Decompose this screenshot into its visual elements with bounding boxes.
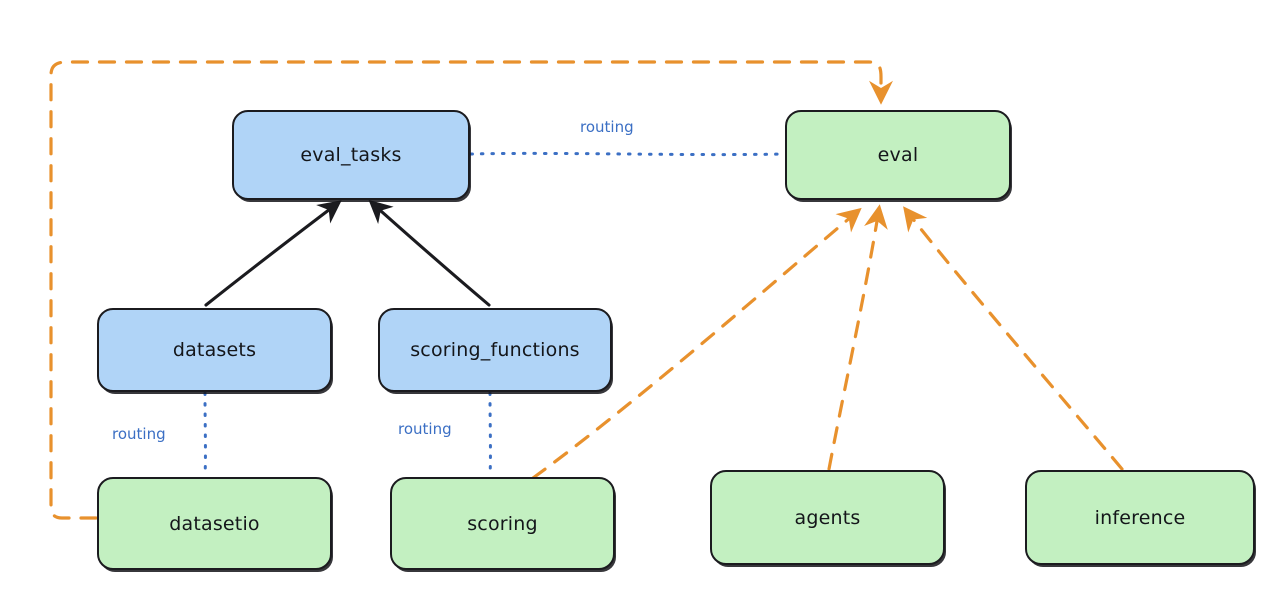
- node-eval-label: eval: [877, 144, 919, 166]
- node-scoring-functions-label: scoring_functions: [410, 339, 580, 361]
- edge-scoring-functions-to-eval-tasks: [368, 199, 491, 307]
- edge-agents-to-eval: [827, 204, 888, 471]
- node-agents[interactable]: agents: [710, 470, 945, 565]
- edge-datasetio-to-eval: [49, 60, 893, 520]
- node-inference[interactable]: inference: [1025, 470, 1255, 565]
- edge-label-routing-scoring: routing: [398, 420, 452, 438]
- node-scoring-functions[interactable]: scoring_functions: [378, 308, 612, 392]
- edge-label-routing-datasetio: routing: [112, 425, 166, 443]
- node-inference-label: inference: [1094, 506, 1186, 529]
- edge-eval-tasks-to-eval: [469, 151, 786, 157]
- edge-inference-to-eval: [903, 206, 1124, 471]
- node-eval-tasks[interactable]: eval_tasks: [232, 110, 470, 200]
- node-eval[interactable]: eval: [785, 110, 1011, 200]
- node-datasets[interactable]: datasets: [97, 308, 332, 392]
- node-scoring-label: scoring: [467, 512, 538, 535]
- node-eval-tasks-label: eval_tasks: [300, 144, 402, 166]
- node-datasets-label: datasets: [172, 339, 257, 361]
- node-datasetio-label: datasetio: [169, 512, 260, 535]
- edge-datasets-to-eval-tasks: [204, 200, 342, 307]
- node-scoring[interactable]: scoring: [390, 477, 615, 570]
- node-agents-label: agents: [794, 506, 861, 529]
- edge-label-routing-eval: routing: [580, 118, 634, 136]
- edge-scoring-to-eval: [531, 207, 862, 480]
- node-datasetio[interactable]: datasetio: [97, 477, 332, 570]
